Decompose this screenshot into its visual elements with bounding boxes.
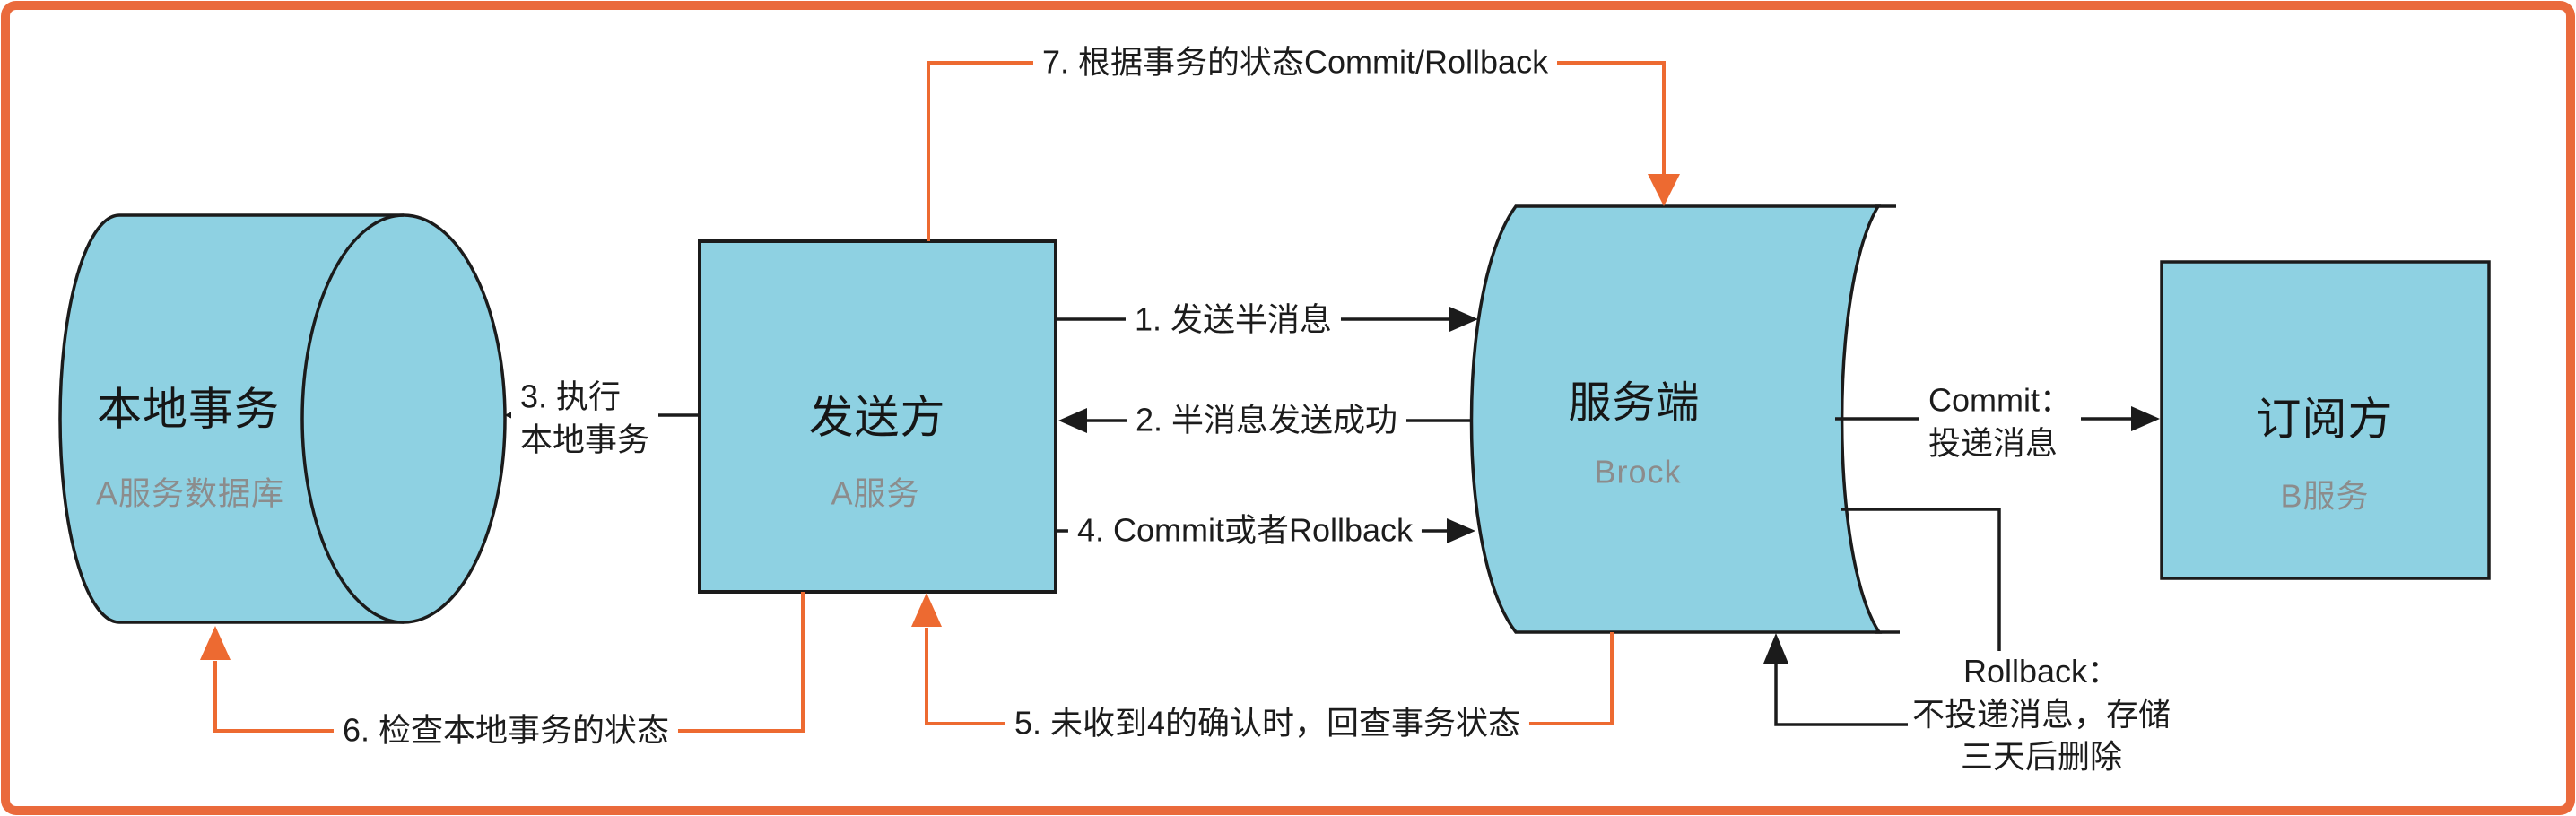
arrowhead-down-icon [1648,174,1680,206]
edge-3-label: 3. 执行 本地事务 [511,372,659,464]
subscriber-subtitle: B服务 [2280,477,2370,515]
edge-rollback-label-line2: 不投递消息，存储 [1912,695,2171,733]
subscriber-title: 订阅方 [2256,394,2394,445]
edge-7-label: 7. 根据事务的状态Commit/Rollback [1033,39,1558,87]
edge-3-label-line2: 本地事务 [520,421,650,457]
arrowhead-up-icon [911,593,942,627]
arrowhead-up-icon [1763,633,1788,664]
arrowhead-right-icon [2131,406,2160,431]
edge-4-label: 4. Commit或者Rollback [1067,507,1423,555]
arrowhead-left-icon [1058,408,1087,433]
node-local-db-shape [58,213,507,624]
sender-title: 发送方 [808,392,946,443]
local-db-title: 本地事务 [97,384,280,435]
node-broker-shape [1469,204,1900,634]
edge-rollback-label-line1: Rollback： [1962,653,2120,690]
broker-title: 服务端 [1568,378,1701,427]
local-db-subtitle: A服务数据库 [95,474,285,512]
edge-commit-label: Commit： 投递消息 [1919,376,2081,467]
edge-1-label: 1. 发送半消息 [1125,296,1342,344]
edge-rollback-loop [1763,508,2001,726]
sender-subtitle: A服务 [831,474,920,512]
arrowhead-right-icon [1449,307,1478,332]
arrowhead-up-icon [200,626,231,660]
broker-subtitle: Brock [1594,453,1682,490]
cylinder-rim-arc [300,213,405,624]
arrowhead-right-icon [1447,518,1475,543]
edge-rollback-label-line3: 三天后删除 [1961,738,2123,776]
edge-commit-label-line1: Commit： [1928,381,2072,419]
node-sender-shape [698,239,1057,594]
edge-3-label-line1: 3. 执行 [520,378,622,415]
edge-commit-label-line2: 投递消息 [1928,424,2058,461]
edge-2-label: 2. 半消息发送成功 [1126,396,1407,445]
edge-5-label: 5. 未收到4的确认时，回查事务状态 [1005,699,1530,748]
node-subscriber-shape [2160,260,2491,580]
edge-6-label: 6. 检查本地事务的状态 [333,707,679,755]
edge-rollback-label: Rollback： 不投递消息，存储 三天后删除 [1903,647,2180,781]
